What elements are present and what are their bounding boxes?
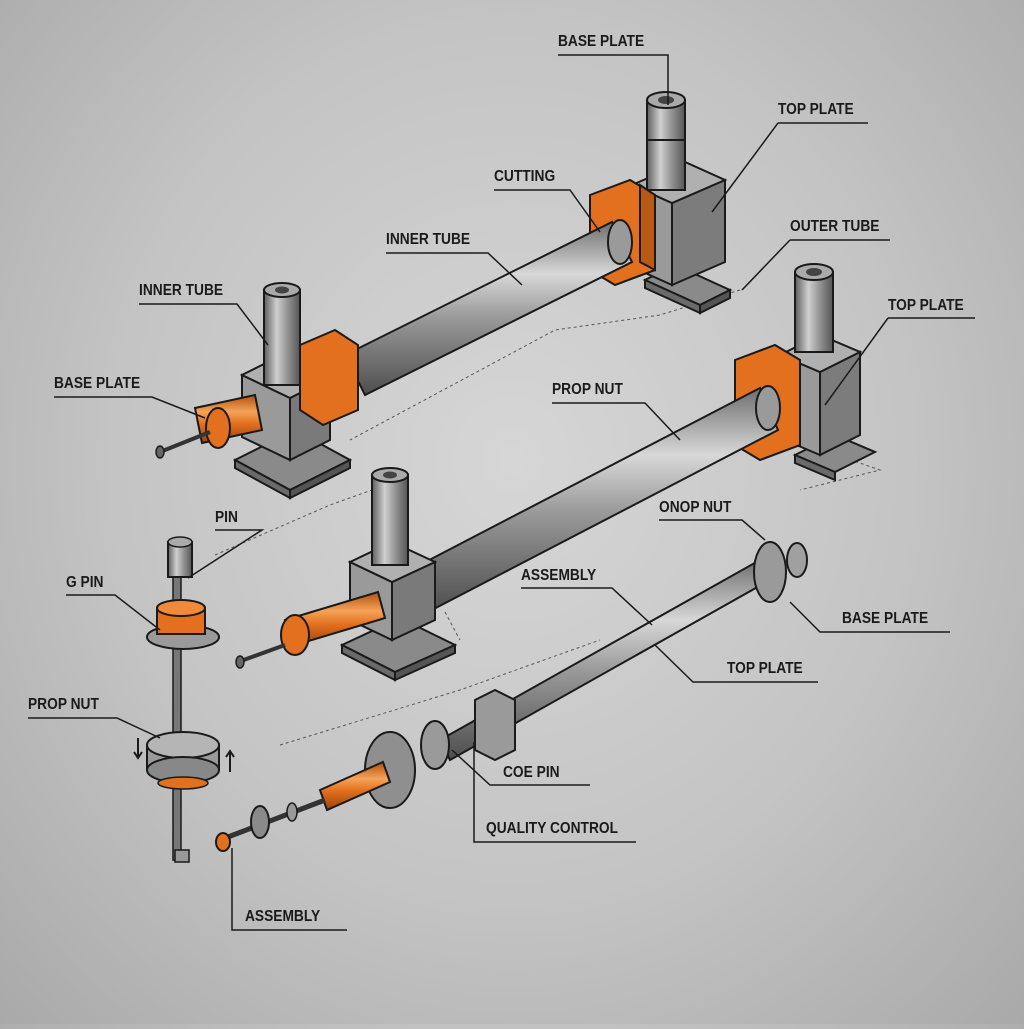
label-assembly-bottom: ASSEMBLY (245, 908, 321, 925)
left-upper-assembly (155, 282, 359, 500)
label-prop-nut-middle: PROP NUT (552, 381, 623, 398)
leader-lines (28, 54, 975, 931)
label-top-plate-top: TOP PLATE (778, 101, 854, 118)
right-middle-assembly (408, 263, 878, 614)
lower-shaft-assembly (215, 541, 808, 852)
label-top-plate-lower: TOP PLATE (727, 660, 803, 677)
label-inner-tube-left: INNER TUBE (139, 282, 224, 299)
label-quality-control: QUALITY CONTROL (486, 820, 618, 837)
center-assembly (235, 467, 458, 682)
label-inner-tube-upper: INNER TUBE (386, 231, 471, 248)
top-right-assembly (343, 91, 733, 397)
arrow-down-icon (133, 738, 143, 760)
label-prop-nut-left: PROP NUT (28, 696, 99, 713)
label-assembly-middle: ASSEMBLY (521, 567, 597, 584)
label-base-plate-left: BASE PLATE (54, 375, 141, 392)
label-g-pin: G PIN (66, 574, 104, 591)
label-cutting: CUTTING (494, 168, 556, 185)
label-base-plate-top: BASE PLATE (558, 33, 645, 50)
label-top-plate-right: TOP PLATE (888, 297, 964, 314)
label-coe-pin: COE PIN (503, 764, 560, 781)
label-outer-tube: OUTER TUBE (790, 218, 880, 235)
arrow-up-icon (225, 749, 235, 772)
label-base-plate-right: BASE PLATE (842, 610, 929, 627)
vertical-assembly (133, 536, 235, 863)
label-onop-nut: ONOP NUT (659, 499, 732, 516)
label-pin: PIN (215, 509, 238, 526)
